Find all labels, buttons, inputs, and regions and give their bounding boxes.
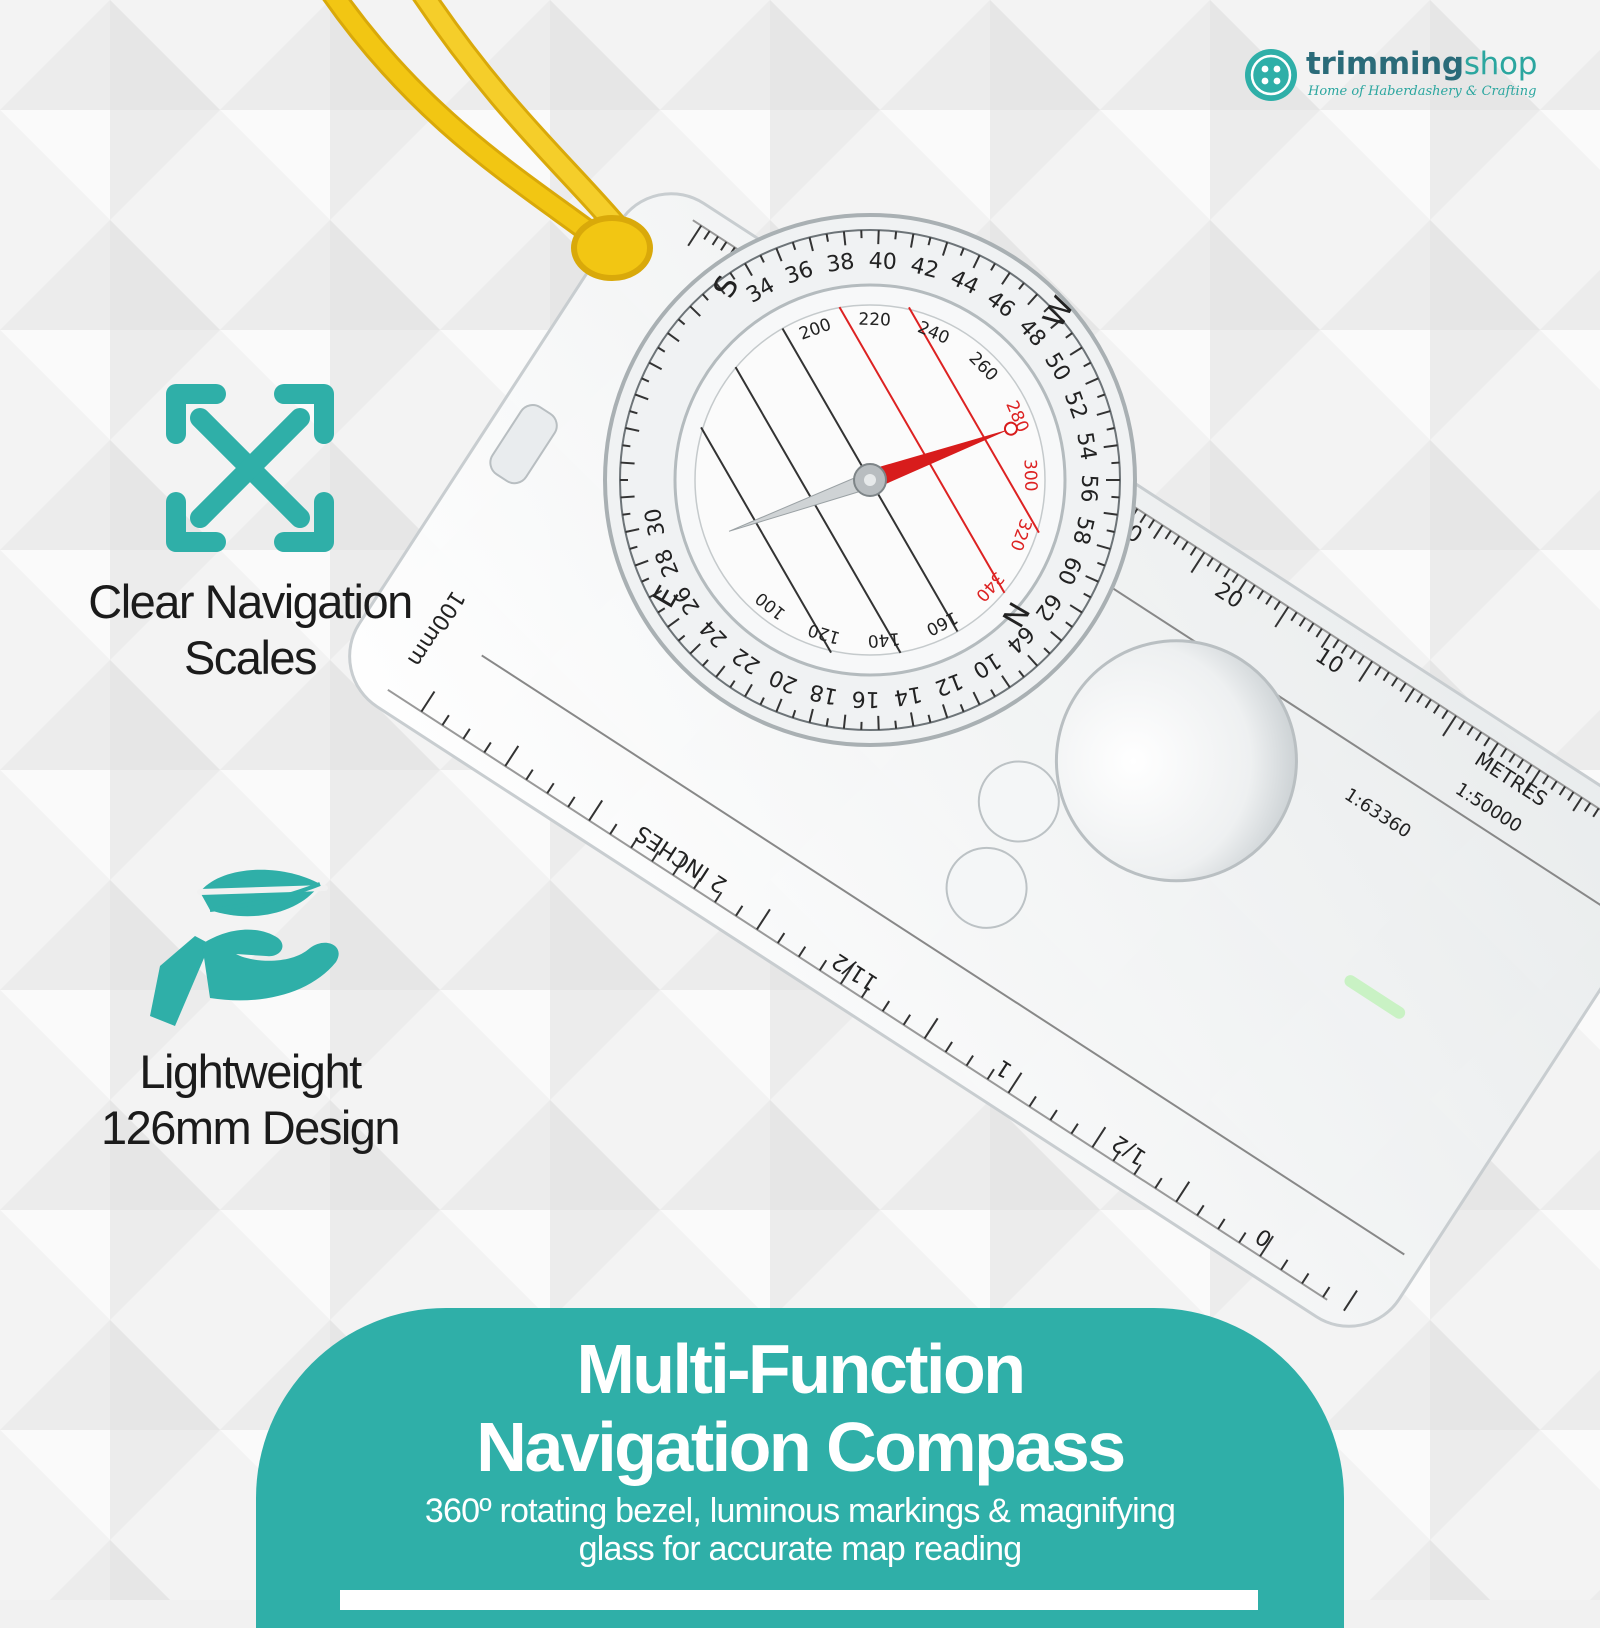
- feature-label-line1: Clear Navigation: [0, 574, 500, 630]
- brand-tagline: Home of Haberdashery & Crafting: [1308, 84, 1536, 99]
- feature-lightweight: Lightweight 126mm Design: [0, 866, 500, 1156]
- banner-subtitle-line1: 360º rotating bezel, luminous markings &…: [336, 1492, 1264, 1530]
- bezel-tick: [621, 463, 635, 464]
- banner-title-line1: Multi-Function: [256, 1330, 1344, 1408]
- banner-white-strip: [340, 1590, 1258, 1610]
- lanyard-cord: [330, 0, 650, 278]
- bezel-number: 14: [892, 680, 924, 709]
- bezel-tick: [895, 721, 896, 729]
- bezel-tick: [895, 231, 896, 239]
- inner-degree-number: 140: [867, 628, 901, 651]
- bezel-tick: [621, 496, 635, 497]
- brand-name: trimmingshop: [1306, 44, 1537, 84]
- bezel-tick: [622, 445, 630, 446]
- inner-degree-number: 300: [1019, 459, 1040, 492]
- expand-arrows-icon: [164, 382, 336, 554]
- hand-feather-icon: [150, 866, 350, 1026]
- bezel-number: 40: [868, 249, 897, 276]
- bezel-tick: [827, 234, 828, 242]
- bezel-tick: [1111, 463, 1119, 464]
- inner-degree-number: 220: [858, 310, 891, 331]
- brand-name-bold: trimming: [1306, 46, 1464, 82]
- bezel-tick: [827, 718, 828, 726]
- bezel-tick: [622, 514, 630, 515]
- banner-subtitle-line2: glass for accurate map reading: [336, 1530, 1264, 1568]
- title-banner: Multi-Function Navigation Compass 360º r…: [256, 1308, 1344, 1628]
- bezel-number: 38: [825, 249, 856, 278]
- bezel-tick: [1111, 497, 1119, 498]
- banner-subtitle: 360º rotating bezel, luminous markings &…: [336, 1492, 1264, 1568]
- feature-clear-scales: Clear Navigation Scales: [0, 382, 500, 686]
- feature-label-line2: 126mm Design: [0, 1100, 500, 1156]
- feature-label-line1: Lightweight: [0, 1044, 500, 1100]
- feature-label-line2: Scales: [0, 630, 500, 686]
- brand-logo: trimmingshop Home of Haberdashery & Craf…: [1244, 44, 1564, 114]
- bezel-number: 56: [1075, 474, 1101, 503]
- bezel-number: 54: [1071, 430, 1100, 462]
- bezel-number: 30: [641, 506, 671, 538]
- banner-title: Multi-Function Navigation Compass: [256, 1330, 1344, 1486]
- banner-title-line2: Navigation Compass: [256, 1408, 1344, 1486]
- bezel-number: 16: [852, 686, 880, 712]
- brand-name-light: shop: [1464, 46, 1537, 82]
- button-icon: [1244, 48, 1298, 102]
